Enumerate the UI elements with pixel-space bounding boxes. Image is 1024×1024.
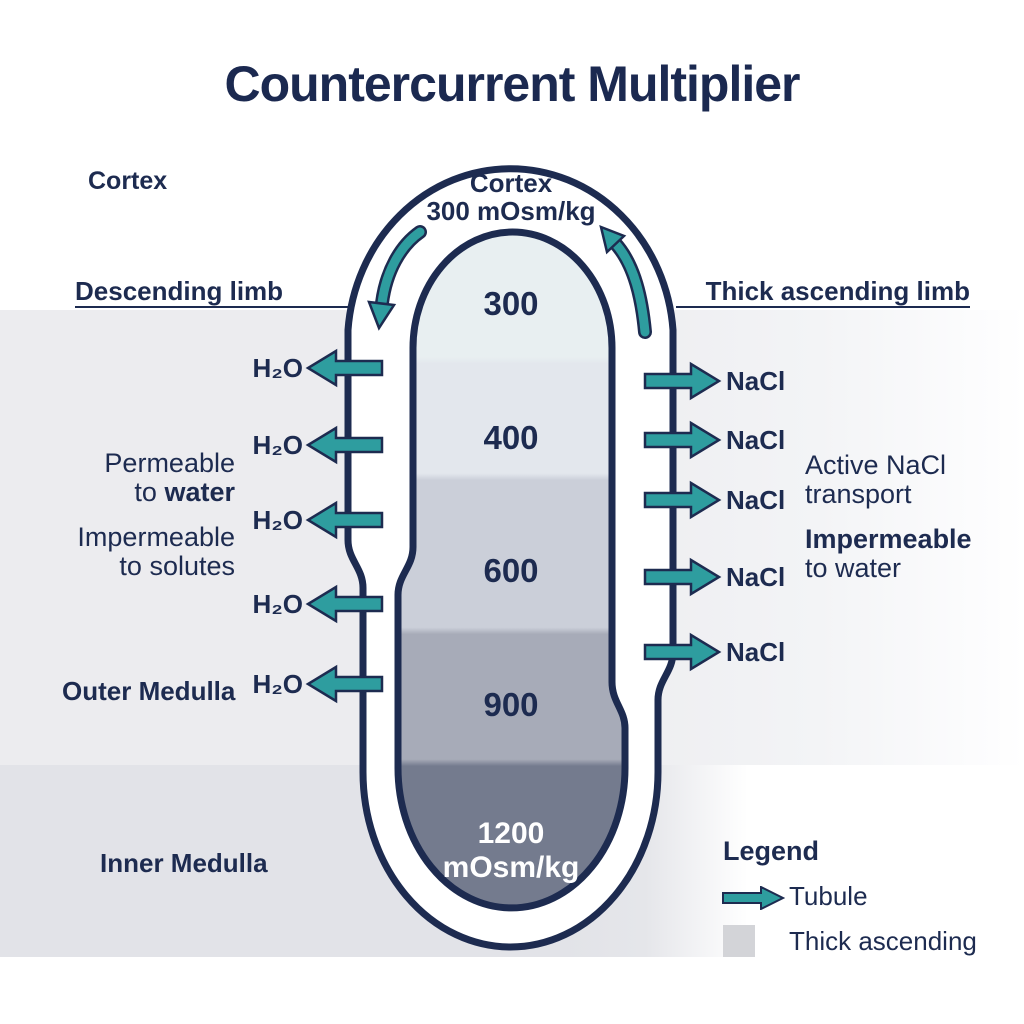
descending-flow-arrow — [367, 225, 427, 331]
osmolarity-600: 600 — [483, 552, 539, 589]
ascending-flow-arrow — [599, 224, 652, 339]
spacer — [805, 509, 1020, 525]
osmolarity-1200-value: 1200 — [477, 817, 545, 850]
nacl-label: NaCl — [726, 562, 786, 592]
legend-title: Legend — [723, 836, 820, 866]
osmolarity-1200-unit: mOsm/kg — [442, 851, 580, 884]
h2o-efflux-arrows — [305, 348, 384, 704]
descending-limb-underline — [75, 306, 348, 308]
nacl-label: NaCl — [726, 485, 786, 515]
legend-tubule-label: Tubule — [789, 881, 868, 911]
descending-limb-properties: Permeable to water Impermeable to solute… — [30, 449, 235, 581]
nacl-arrow — [643, 632, 722, 672]
nacl-arrow — [643, 557, 722, 597]
osmolarity-300: 300 — [483, 285, 539, 322]
page-title: Countercurrent Multiplier — [224, 56, 800, 112]
spacer — [30, 507, 235, 523]
ascending-limb-label: Thick ascending limb — [705, 276, 970, 306]
inner-medulla-label: Inner Medulla — [100, 848, 268, 878]
nacl-label: NaCl — [726, 637, 786, 667]
h2o-label: H₂O — [252, 353, 303, 383]
osmolarity-1200: 1200 mOsm/kg — [411, 817, 611, 885]
nacl-label: NaCl — [726, 366, 786, 396]
osmolarity-400: 400 — [483, 419, 539, 456]
nacl-arrow — [643, 480, 722, 520]
h2o-arrow — [305, 500, 384, 540]
h2o-arrow — [305, 425, 384, 465]
nacl-efflux-arrows — [643, 361, 722, 672]
cortex-label: Cortex — [88, 167, 168, 195]
nacl-label: NaCl — [726, 425, 786, 455]
impermeable-line1: Impermeable — [77, 522, 235, 552]
active-transport-line1: Active NaCl — [805, 450, 947, 480]
tube-top-cortex: Cortex — [469, 168, 553, 198]
h2o-arrow — [305, 348, 384, 388]
h2o-arrow — [305, 584, 384, 624]
descending-limb-label: Descending limb — [75, 276, 284, 306]
h2o-label: H₂O — [252, 505, 303, 535]
h2o-label: H₂O — [252, 589, 303, 619]
nacl-arrow — [643, 420, 722, 460]
legend-thick-ascending-swatch — [723, 925, 755, 957]
h2o-arrow — [305, 664, 384, 704]
outer-medulla-label: Outer Medulla — [62, 676, 236, 706]
ascending-limb-properties: Active NaCl transport Impermeable to wat… — [805, 451, 1020, 583]
ascending-limb-underline — [676, 306, 970, 308]
impermeable-water-line2: to water — [805, 553, 902, 583]
permeable-line1: Permeable — [104, 448, 235, 478]
h2o-label: H₂O — [252, 669, 303, 699]
impermeable-line2: to solutes — [119, 551, 235, 581]
interstitium-gradient-column — [394, 228, 629, 912]
legend-thick-ascending-label: Thick ascending — [789, 926, 977, 956]
permeable-line2: to water — [134, 477, 235, 507]
impermeable-water-line1: Impermeable — [805, 524, 972, 554]
tube-top-text: Cortex 300 mOsm/kg — [361, 169, 661, 225]
active-transport-line2: transport — [805, 479, 912, 509]
nacl-arrow — [643, 361, 722, 401]
legend-tubule-arrow-icon — [722, 886, 785, 910]
h2o-label: H₂O — [252, 430, 303, 460]
osmolarity-900: 900 — [483, 686, 539, 723]
tube-top-osmolarity: 300 mOsm/kg — [426, 196, 596, 226]
